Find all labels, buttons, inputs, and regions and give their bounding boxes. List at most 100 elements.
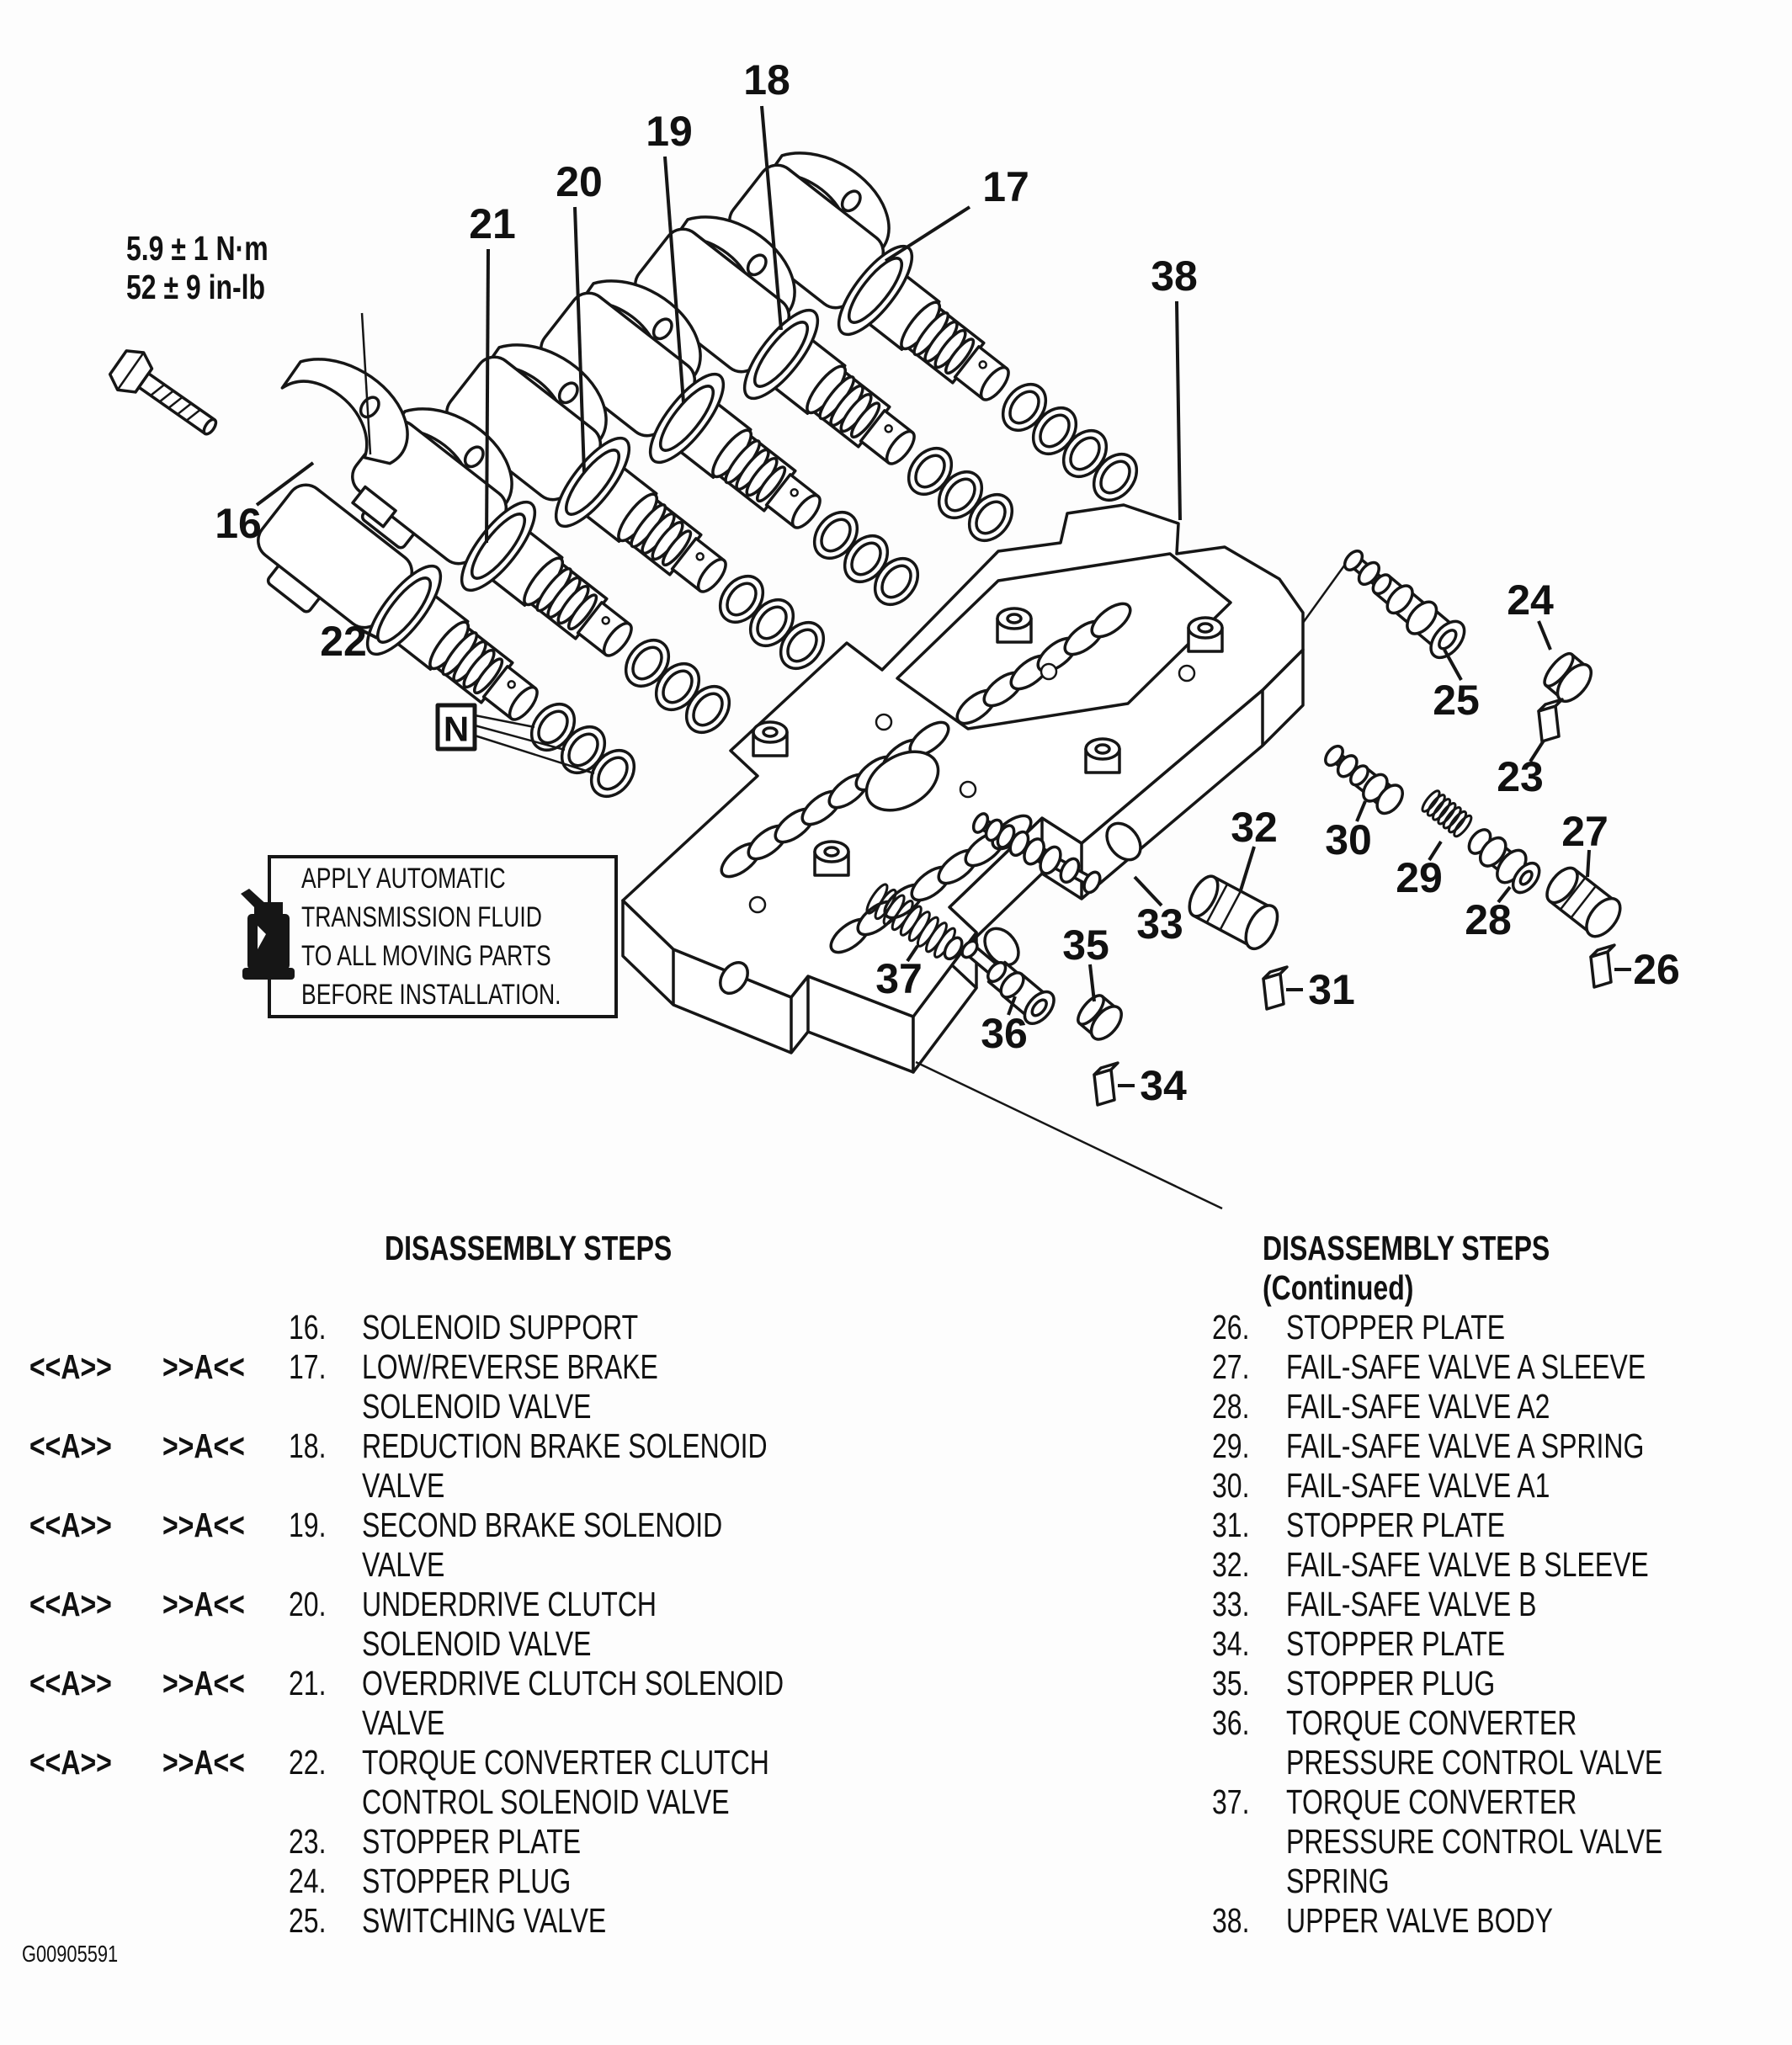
torque-line-2: 52 ± 9 in-lb [126,268,266,306]
step-item-line: 35.STOPPER PLUG [1212,1664,1496,1702]
fluid-note-box: APPLY AUTOMATIC TRANSMISSION FLUID TO AL… [268,855,618,1018]
stopper-plate-31-drawing [1262,965,1289,1011]
callout-27: 27 [1561,808,1609,855]
fail-safe-valve-a1-drawing [1324,744,1404,815]
callout-17: 17 [982,163,1029,210]
fluid-note-line: TRANSMISSION FLUID [301,901,542,933]
step-item-line: CONTROL SOLENOID VALVE [362,1782,730,1821]
fail-safe-valve-a2-drawing [1467,828,1541,895]
step-item-line: 29.FAIL-SAFE VALVE A SPRING [1212,1426,1645,1465]
callout-leader-27 [1586,849,1591,878]
step-item-line: 36.TORQUE CONVERTER [1212,1703,1577,1742]
fail-safe-valve-a-sleeve-drawing [1545,866,1622,938]
tc-pressure-control-valve-drawing [960,939,1056,1025]
step-item-line: <<A>>>>A<<22.TORQUE CONVERTER CLUTCH [29,1743,769,1782]
bolt-drawing [108,349,218,436]
callout-19: 19 [646,108,693,155]
callout-16: 16 [215,500,262,547]
solenoid-valves-group [237,129,1036,760]
callout-28: 28 [1465,896,1512,943]
callout-layer: 1617181920212238232425262728293031323334… [215,56,1680,1109]
upper-valve-body-drawing [621,503,1305,1074]
callout-leader-21 [485,248,490,544]
callout-25: 25 [1433,677,1480,724]
stopper-plate-23-drawing [1537,698,1564,743]
stopper-plate-26-drawing [1589,943,1616,989]
exploded-parts-diagram: N [108,56,1680,1210]
step-item-line: 26.STOPPER PLATE [1212,1308,1506,1347]
figure-id: G00905591 [22,1941,119,1967]
stopper-plate-34-drawing [1093,1061,1119,1107]
step-item-line: <<A>>>>A<<20.UNDERDRIVE CLUTCH [29,1585,657,1623]
fail-safe-valve-b-drawing [971,812,1102,895]
step-item-line: 24.STOPPER PLUG [289,1862,572,1900]
fluid-note-line: BEFORE INSTALLATION. [301,979,561,1011]
switching-valve-drawing [1343,550,1466,660]
tc-pressure-control-valve-spring-drawing [865,883,964,961]
n-marker-label: N [444,709,469,749]
callout-leader-35 [1088,964,1096,1002]
step-item-line: <<A>>>>A<<19.SECOND BRAKE SOLENOID [29,1506,723,1544]
torque-spec: 5.9 ± 1 N·m 52 ± 9 in-lb [126,229,308,306]
step-item-line: 31.STOPPER PLATE [1212,1506,1506,1544]
callout-34: 34 [1140,1062,1187,1109]
callout-leader-22 [359,628,378,640]
callout-38: 38 [1151,252,1198,300]
right-column-subheader: (Continued) [1263,1268,1414,1307]
step-item-line: VALVE [362,1466,445,1505]
callout-leader-24 [1537,620,1552,651]
fluid-note-line: TO ALL MOVING PARTS [301,940,551,972]
callout-leader-30 [1355,800,1367,822]
step-item-line: SOLENOID VALVE [362,1387,592,1426]
callout-36: 36 [981,1010,1028,1057]
callout-26: 26 [1633,946,1680,993]
callout-leader-18 [760,105,783,331]
oil-can-icon [241,889,295,980]
step-item-line: 34.STOPPER PLATE [1212,1624,1506,1663]
callout-leader-29 [1428,840,1443,862]
callout-22: 22 [320,618,367,665]
step-item-line: VALVE [362,1545,445,1584]
step-item-line: 23.STOPPER PLATE [289,1822,582,1861]
torque-leader-line [360,312,372,455]
callout-23: 23 [1497,753,1544,800]
callout-21: 21 [469,200,516,247]
step-item-line: <<A>>>>A<<21.OVERDRIVE CLUTCH SOLENOID [29,1664,784,1702]
callout-leader-23 [1529,739,1545,763]
callout-leader-32 [1239,846,1256,891]
callout-leader-28 [1497,885,1512,904]
step-item-line: 32.FAIL-SAFE VALVE B SLEEVE [1212,1545,1649,1584]
exploded-guide-lines [915,561,1348,1210]
fluid-note-line: APPLY AUTOMATIC [301,863,506,895]
fail-safe-valve-b-sleeve-drawing [1188,874,1279,951]
callout-leader-19 [663,156,685,403]
callout-leader-20 [573,206,586,474]
callout-leader-33 [1133,875,1163,907]
callout-leader-16 [255,461,315,507]
callout-leader-25 [1443,649,1463,681]
step-item-line: 30.FAIL-SAFE VALVE A1 [1212,1466,1550,1505]
callout-leader-38 [1175,300,1182,521]
step-item-line: <<A>>>>A<<17.LOW/REVERSE BRAKE [29,1347,658,1386]
callout-29: 29 [1396,854,1443,901]
solenoid-support-drawing [276,335,429,529]
step-item-line: <<A>>>>A<<18.REDUCTION BRAKE SOLENOID [29,1426,768,1465]
callout-20: 20 [556,158,603,205]
step-item-line: PRESSURE CONTROL VALVE [1286,1822,1663,1861]
callout-35: 35 [1062,922,1109,969]
step-item-line: 33.FAIL-SAFE VALVE B [1212,1585,1537,1623]
step-item-line: PRESSURE CONTROL VALVE [1286,1743,1663,1782]
step-item-line: SPRING [1286,1862,1390,1900]
step-item-line: 27.FAIL-SAFE VALVE A SLEEVE [1212,1347,1646,1386]
callout-leader-37 [906,944,919,963]
step-item-line: 28.FAIL-SAFE VALVE A2 [1212,1387,1550,1426]
right-column-header: DISASSEMBLY STEPS [1263,1229,1550,1267]
callout-18: 18 [743,56,790,104]
stopper-plug-24-drawing [1543,651,1593,704]
callout-32: 32 [1231,804,1278,851]
callout-33: 33 [1136,900,1183,948]
step-item-line: 37.TORQUE CONVERTER [1212,1782,1577,1821]
step-item-line: 25.SWITCHING VALVE [289,1901,607,1940]
callout-37: 37 [875,955,923,1002]
